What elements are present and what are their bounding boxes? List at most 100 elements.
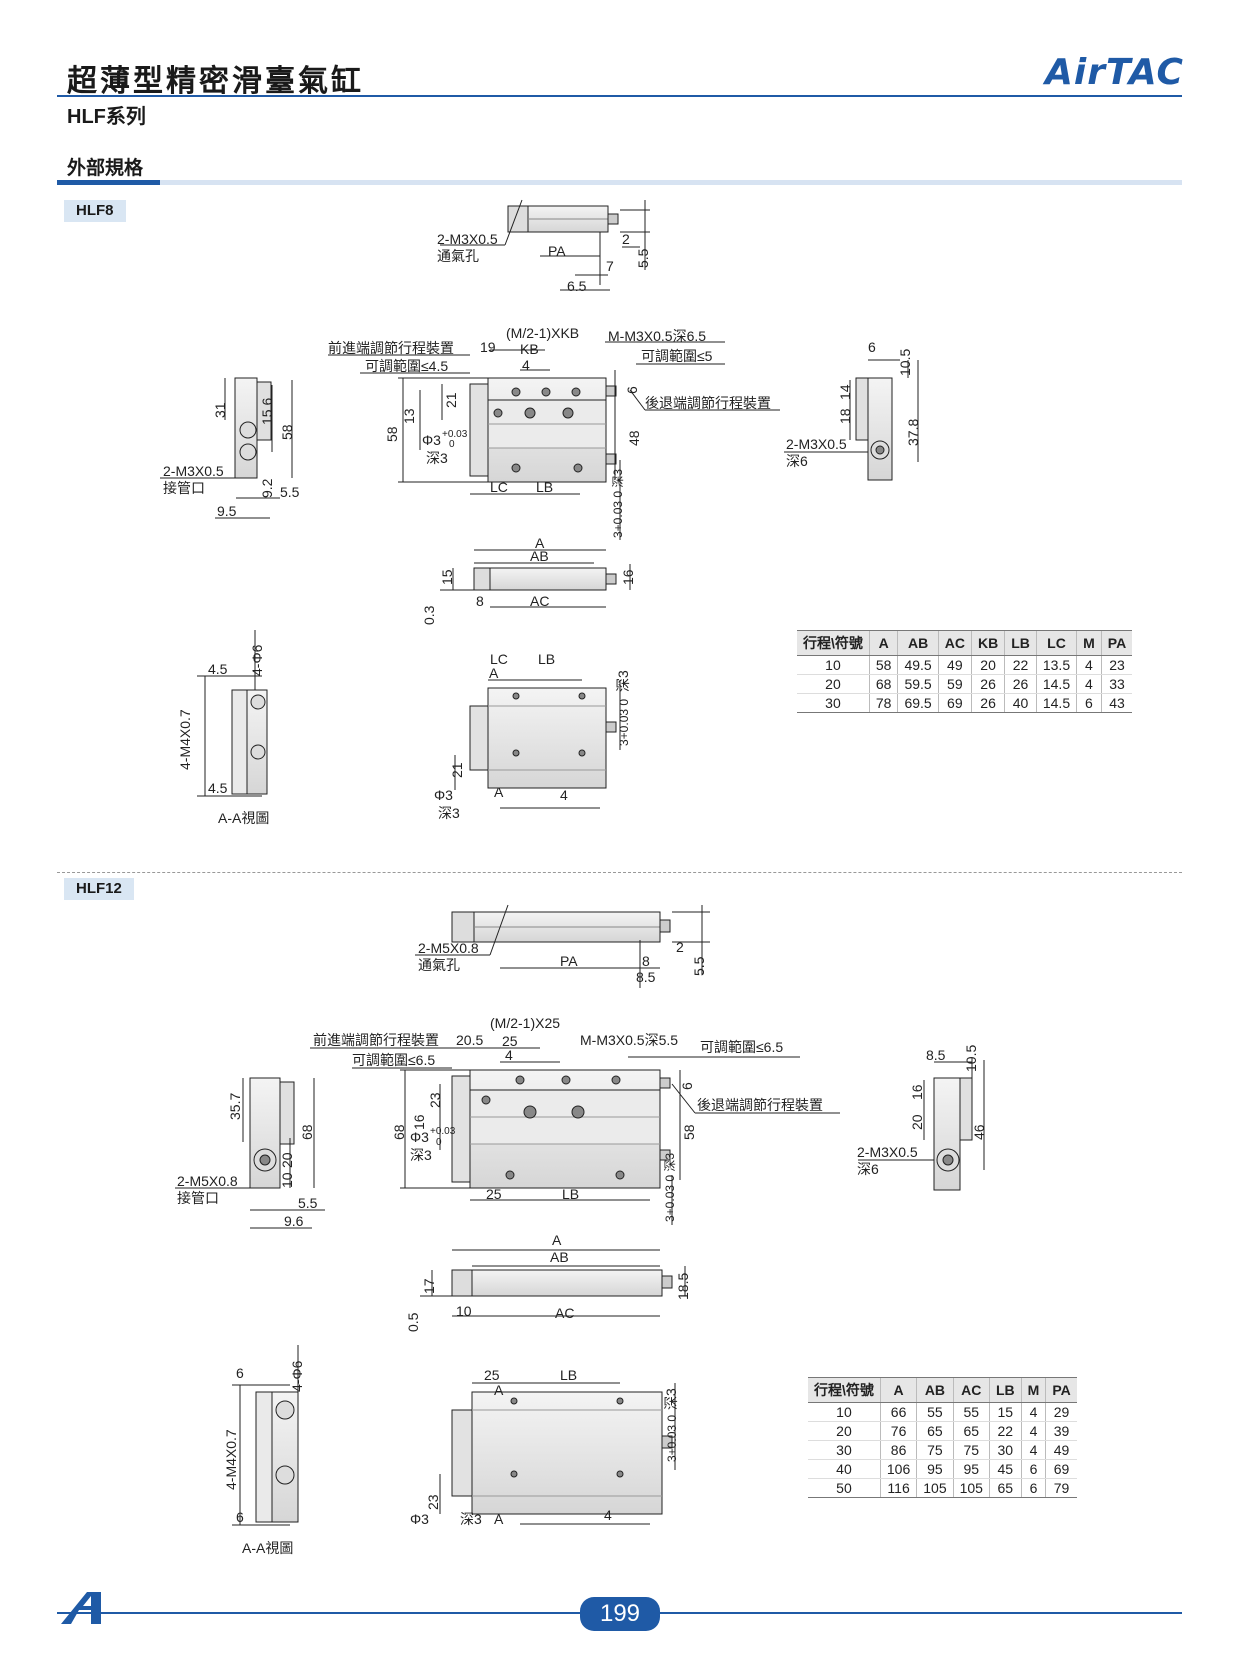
table-cell: 30: [988, 1440, 1022, 1460]
hlf12-aa-m4: 4-M4X0.7: [223, 1429, 239, 1490]
hlf8-dim-13: 13: [401, 408, 417, 424]
table-cell: 55: [952, 1402, 990, 1422]
table-cell: 69.5: [897, 693, 939, 713]
table-cell: 59: [937, 674, 972, 694]
hlf8-dim-19: 19: [480, 339, 496, 355]
table-cell: 26: [970, 693, 1005, 713]
hlf12-right-end-view: [858, 1058, 985, 1191]
hlf12-bottom-a-mark: A: [494, 1511, 504, 1527]
hlf12-top-view: [415, 904, 710, 988]
table-cell: 106: [879, 1459, 917, 1479]
hlf8-kb: KB: [520, 341, 539, 357]
table-cell: 26: [1004, 674, 1037, 694]
table-header: PA: [1045, 1377, 1077, 1403]
hlf12-adj-range: 可調範圍≤6.5: [700, 1039, 783, 1055]
hlf8-labels: 2-M3X0.5 通氣孔 PA 2 7 5.5 6.5 (M/2-1)XKB M…: [163, 231, 921, 826]
hlf8-dim-95: 9.5: [217, 503, 237, 519]
hlf12-dim-23: 23: [427, 1092, 443, 1108]
hlf12-dim-10: 10: [279, 1172, 295, 1188]
hlf12-bottom-view: [439, 1382, 676, 1525]
hlf12-front-range: 可調範圍≤6.5: [352, 1052, 435, 1068]
hlf8-phi3-tol: +0.03: [442, 429, 468, 440]
hlf12-left-end-view: [175, 1077, 325, 1229]
hlf12-dim-205: 20.5: [456, 1032, 483, 1048]
section-title: 外部規格: [67, 158, 144, 179]
section-rule: [57, 180, 1182, 185]
hlf8-pa: PA: [548, 243, 566, 259]
hlf8-side-deep: 深6: [786, 453, 808, 469]
table-header-row: 行程\符號 A AB AC KB LB LC M PA: [797, 630, 1133, 656]
hlf12-port-thread: 2-M5X0.8: [418, 940, 479, 956]
hlf12-bottom-25: 25: [484, 1367, 500, 1383]
table-header: KB: [970, 630, 1005, 656]
table-header: LC: [1035, 630, 1077, 656]
hlf12-side-deep: 深6: [857, 1161, 879, 1177]
hlf8-dim-65: 6.5: [567, 278, 587, 294]
hlf12-right-dim-46: 46: [971, 1124, 987, 1140]
hlf12-rear-adj: 後退端調節行程裝置: [697, 1097, 823, 1113]
hlf12-dim-10b: 10: [456, 1303, 472, 1319]
table-row: 50 116 105 105 65 6 79: [808, 1478, 1077, 1498]
hlf8-dim-92: 9.2: [259, 478, 275, 498]
table-header: PA: [1100, 630, 1133, 656]
hlf12-dim-8: 8: [642, 953, 650, 969]
table-header: M: [1076, 630, 1102, 656]
table-cell: 86: [879, 1440, 917, 1460]
table-header: A: [879, 1377, 917, 1403]
hlf12-bottom-23: 23: [425, 1494, 441, 1510]
hlf8-bottom-phi3: Φ3: [434, 787, 453, 803]
table-cell: 20: [797, 674, 870, 694]
hlf12-dim-25b: 25: [486, 1186, 502, 1202]
hlf8-front-adj: 前進端調節行程裝置: [328, 340, 454, 356]
hlf8-front-range: 可調範圍≤4.5: [365, 358, 448, 374]
hlf12-ac: AC: [555, 1305, 574, 1321]
table-cell: 4: [1020, 1402, 1046, 1422]
table-cell: 58: [868, 655, 898, 675]
hlf8-aa-view: [197, 630, 268, 797]
hlf8-dim-4: 4: [522, 357, 530, 373]
table-cell: 4: [1076, 655, 1102, 675]
hlf12-bottom-deep: 深3: [460, 1511, 482, 1527]
table-cell: 30: [797, 693, 870, 713]
table-header: AC: [952, 1377, 990, 1403]
hlf8-dim-2: 2: [622, 231, 630, 247]
hlf12-dim-4: 4: [505, 1047, 513, 1063]
table-cell: 69: [1045, 1459, 1077, 1479]
hlf12-aa-dim-6: 6: [236, 1365, 244, 1381]
hlf8-bottom-lc: LC: [490, 651, 508, 667]
hlf12-dim-2: 2: [676, 939, 684, 955]
table-header: A: [868, 630, 898, 656]
hlf12-spec-table: 行程\符號 A AB AC LB M PA 10 66 55 55 15 4 2…: [808, 1377, 1077, 1498]
hlf8-bottom-a: A: [489, 665, 499, 681]
hlf8-right-dim-6: 6: [868, 339, 876, 355]
hlf8-tag: HLF8: [64, 200, 126, 222]
table-cell: 116: [879, 1478, 917, 1498]
hlf8-side-view: [440, 549, 631, 608]
hlf8-aa-view-label: A-A視圖: [218, 810, 269, 826]
table-row: 20 76 65 65 22 4 39: [808, 1421, 1077, 1441]
table-cell: 79: [1045, 1478, 1077, 1498]
hlf12-inlet-name: 接管口: [177, 1190, 219, 1206]
table-cell: 45: [988, 1459, 1022, 1479]
hlf8-bottom-tol: 3+0.03 0: [617, 699, 631, 746]
hlf8-dim-03: 0.3: [421, 605, 437, 625]
table-row: 10 66 55 55 15 4 29: [808, 1402, 1077, 1422]
table-cell: 65: [916, 1421, 954, 1441]
hlf12-right-dim-20: 20: [909, 1114, 925, 1130]
header-rule: [57, 95, 1182, 97]
hlf12-aa-view: [232, 1345, 299, 1526]
hlf12-a: A: [552, 1232, 562, 1248]
hlf12-ab: AB: [550, 1249, 569, 1265]
hlf8-m-thread: M-M3X0.5深6.5: [608, 328, 706, 344]
hlf8-lb: LB: [536, 479, 553, 495]
table-header: 行程\符號: [808, 1377, 881, 1403]
hlf12-aa-dim-6b: 6: [236, 1509, 244, 1525]
hlf12-dim-68b: 68: [299, 1124, 315, 1140]
hlf8-port-thread: 2-M3X0.5: [437, 231, 498, 247]
hlf12-dim-68: 68: [391, 1124, 407, 1140]
hlf12-dim-55b: 5.5: [298, 1195, 318, 1211]
hlf12-dim-55: 5.5: [691, 956, 707, 976]
hlf8-dim-31: 31: [212, 402, 228, 418]
table-cell: 10: [797, 655, 870, 675]
